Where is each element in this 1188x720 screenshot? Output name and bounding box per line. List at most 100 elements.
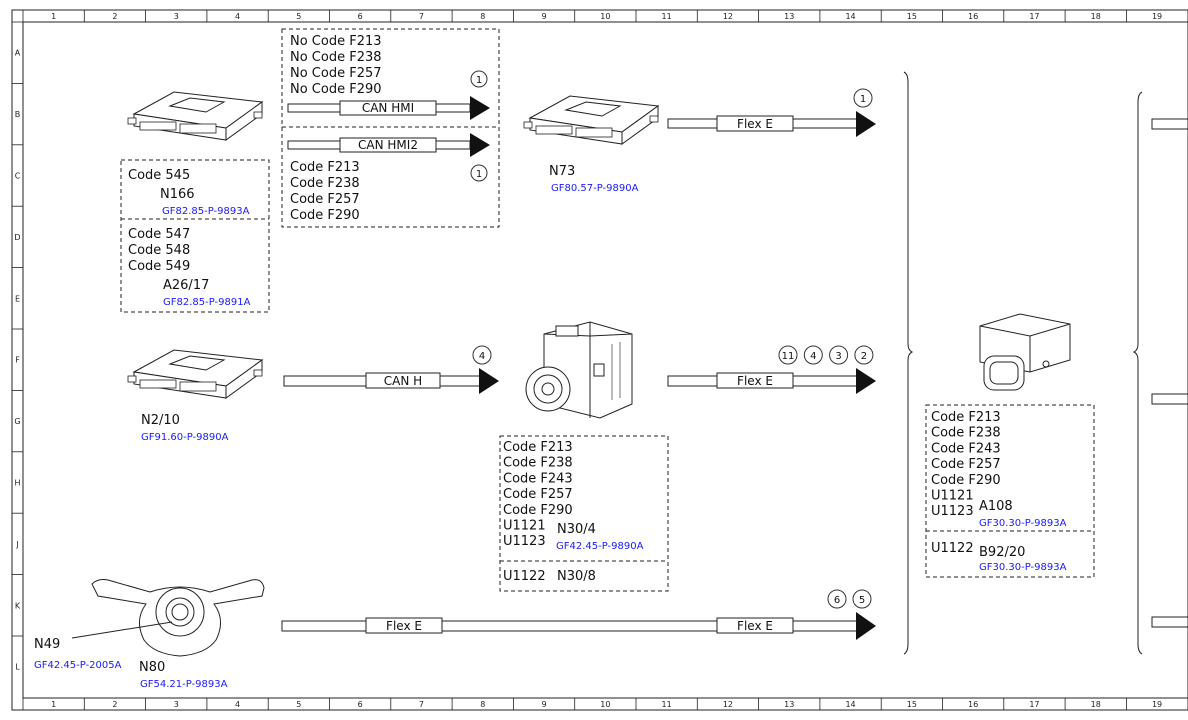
marker-label: 11 bbox=[782, 351, 795, 362]
code-line: U1121 bbox=[931, 489, 974, 504]
a26-ref-link[interactable]: GF82.85-P-9891A bbox=[163, 297, 251, 308]
grid-col-label: 8 bbox=[480, 700, 485, 709]
ecu-n2-10-icon bbox=[127, 349, 263, 399]
grid-col-label: 6 bbox=[358, 700, 363, 709]
a26-label: A26/17 bbox=[163, 278, 209, 293]
n30-4-label: N30/4 bbox=[557, 522, 596, 537]
marker-circle bbox=[854, 345, 874, 365]
grid-col-label: 12 bbox=[723, 700, 733, 709]
n73-ref-link[interactable]: GF80.57-P-9890A bbox=[551, 183, 639, 194]
n73-flex-label: Flex E bbox=[737, 117, 773, 131]
code-hmi2-line-3: Code F257 bbox=[290, 192, 360, 207]
grid-col-label: 6 bbox=[358, 12, 363, 21]
grid-row-label: L bbox=[15, 663, 20, 672]
steering-module-icon bbox=[91, 579, 265, 657]
n30-4-ref-link[interactable]: GF42.45-P-9890A bbox=[556, 541, 644, 552]
ecu-n73-icon bbox=[523, 95, 659, 145]
n2-10-ref-link[interactable]: GF91.60-P-9890A bbox=[141, 432, 229, 443]
n73-label: N73 bbox=[549, 164, 575, 179]
n49-ref-link[interactable]: GF42.45-P-2005A bbox=[34, 660, 122, 671]
a26-code-1: Code 547 bbox=[128, 227, 190, 242]
nocode-line-1: No Code F213 bbox=[290, 34, 382, 49]
grid-col-label: 7 bbox=[419, 700, 424, 709]
grid-col-label: 5 bbox=[296, 12, 301, 21]
marker-n73-flex-label: 1 bbox=[860, 94, 866, 105]
marker-label: 3 bbox=[835, 351, 841, 362]
code-hmi2-line-1: Code F213 bbox=[290, 160, 360, 175]
grid-row-label: E bbox=[15, 294, 20, 303]
bottom-flex-label-box-1 bbox=[365, 617, 443, 634]
frame-outer bbox=[11, 9, 1188, 711]
marker-can-h-label: 4 bbox=[479, 351, 485, 362]
a108-ref-link[interactable]: GF30.30-P-9893A bbox=[979, 518, 1067, 529]
can-h-label-box bbox=[365, 372, 441, 389]
grid-col-label: 10 bbox=[600, 12, 610, 21]
n166-label: N166 bbox=[160, 187, 195, 202]
grid-row-label: D bbox=[14, 233, 20, 242]
code-line: U1123 bbox=[503, 534, 546, 549]
code-line: Code F290 bbox=[931, 473, 1001, 488]
n73-flex-arrowhead bbox=[856, 111, 876, 137]
code-line: Code F257 bbox=[931, 457, 1001, 472]
code-line: Code F238 bbox=[931, 426, 1001, 441]
grid-col-label: 19 bbox=[1152, 12, 1162, 21]
grid-col-label: 15 bbox=[907, 12, 917, 21]
grid-row-label: H bbox=[14, 479, 20, 488]
grid-row-label: F bbox=[15, 356, 20, 365]
marker-label: 5 bbox=[859, 595, 865, 606]
marker-can-h bbox=[472, 345, 492, 365]
right-stub-3 bbox=[1151, 616, 1188, 628]
grid-col-label: 17 bbox=[1029, 12, 1039, 21]
can-hmi2-arrowhead bbox=[470, 133, 490, 157]
code-hmi2-line-4: Code F290 bbox=[290, 208, 360, 223]
grid-col-label: 10 bbox=[600, 700, 610, 709]
marker-hmi-label: 1 bbox=[476, 75, 482, 86]
grid-col-label: 18 bbox=[1091, 12, 1101, 21]
can-h-arrowhead bbox=[479, 368, 499, 394]
grid-row-label: A bbox=[15, 49, 21, 58]
n73-flex-label-box bbox=[716, 115, 794, 132]
marker-label: 2 bbox=[861, 351, 867, 362]
marker-circle bbox=[803, 345, 823, 365]
marker-hmi2-label: 1 bbox=[476, 169, 482, 180]
grid-row-label: K bbox=[15, 601, 21, 610]
bottom-flex-arrowhead bbox=[856, 612, 876, 640]
n49-label: N49 bbox=[34, 637, 60, 652]
n80-label: N80 bbox=[139, 660, 165, 675]
grid-row-label: C bbox=[15, 172, 21, 181]
marker-circle bbox=[827, 589, 847, 609]
b92-20-ref-link[interactable]: GF30.30-P-9893A bbox=[979, 562, 1067, 573]
grid-col-label: 11 bbox=[662, 12, 672, 21]
a108-box bbox=[925, 404, 1095, 578]
ecu-n166-icon bbox=[127, 91, 263, 141]
code-line: U1121 bbox=[503, 519, 546, 534]
bottom-flex-label-1: Flex E bbox=[386, 619, 422, 633]
marker-circle bbox=[852, 589, 872, 609]
code-line: Code F243 bbox=[931, 441, 1001, 456]
grid-col-label: 19 bbox=[1152, 700, 1162, 709]
n80-ref-link[interactable]: GF54.21-P-9893A bbox=[140, 679, 228, 690]
grid-col-label: 1 bbox=[51, 700, 56, 709]
n166-ref-link[interactable]: GF82.85-P-9893A bbox=[162, 206, 250, 217]
bottom-flex-label-2: Flex E bbox=[737, 619, 773, 633]
nocode-line-4: No Code F290 bbox=[290, 82, 382, 97]
grid-col-label: 1 bbox=[51, 12, 56, 21]
n166-box bbox=[120, 159, 270, 313]
code-line: Code F243 bbox=[503, 471, 573, 486]
marker-circle bbox=[778, 345, 798, 365]
can-h-label: CAN H bbox=[384, 374, 422, 388]
can-hmi-label-box bbox=[339, 100, 437, 116]
n49-leader bbox=[71, 621, 173, 639]
b92-20-code: U1122 bbox=[931, 541, 974, 556]
grid-col-label: 14 bbox=[845, 12, 855, 21]
grid-col-label: 18 bbox=[1091, 700, 1101, 709]
marker-n73-flex bbox=[853, 88, 873, 108]
grid-col-label: 11 bbox=[662, 700, 672, 709]
nocode-line-2: No Code F238 bbox=[290, 50, 382, 65]
